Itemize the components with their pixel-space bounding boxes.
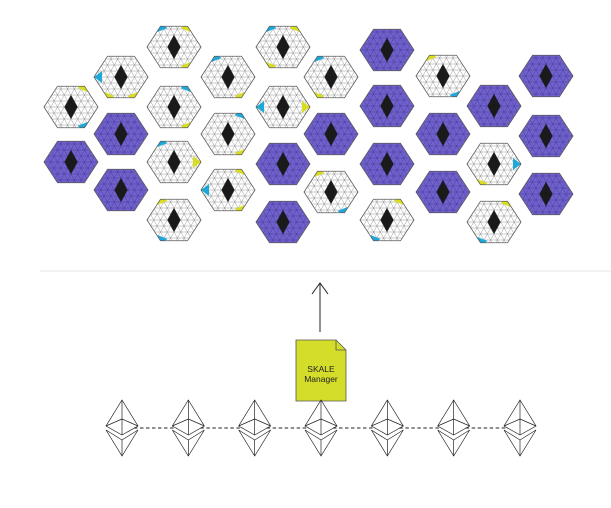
ethereum-icon: [371, 400, 403, 456]
upward-arrow-icon: [312, 283, 328, 332]
ethereum-icon: [172, 400, 204, 456]
ethereum-icon: [239, 400, 271, 456]
ethereum-icon: [305, 400, 337, 456]
skale-manager-document-icon: SKALE Manager: [296, 340, 346, 401]
document-label-line1: SKALE: [307, 364, 335, 374]
ethereum-icon: [438, 400, 470, 456]
ethereum-icon: [504, 400, 536, 456]
ethereum-icon: [106, 400, 138, 456]
document-label-line2: Manager: [304, 374, 338, 384]
ethereum-chain: [106, 400, 536, 456]
node-cluster: [0, 17, 611, 252]
